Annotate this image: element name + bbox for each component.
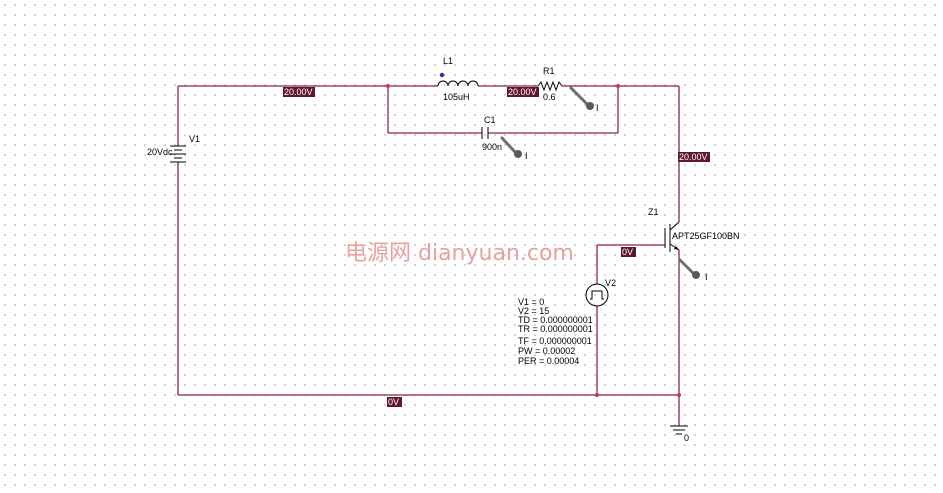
voltage-marker-right[interactable]: 20.00V	[679, 152, 708, 162]
voltage-marker-gate[interactable]: 0V	[622, 247, 633, 257]
junction-node	[616, 84, 620, 88]
voltage-marker-r1-node[interactable]: 20.00V	[508, 87, 537, 97]
z1-emitter-arrow	[674, 246, 679, 250]
junction-node	[595, 393, 599, 397]
junctions	[386, 84, 681, 397]
r1-ref: R1	[543, 66, 555, 76]
z1-ref: Z1	[648, 207, 659, 217]
v2-param: TD = 0.000000001	[518, 315, 593, 325]
voltage-markers: 20.00V 20.00V 20.00V 0V 0V	[283, 87, 710, 407]
c1-ref: C1	[484, 115, 496, 125]
v2-param: TR = 0.000000001	[518, 324, 593, 334]
r1-current-probe[interactable]: I	[569, 86, 599, 113]
v2-param: PER = 0.00004	[518, 356, 579, 366]
current-probes: I I I	[500, 86, 708, 282]
z1-probe-label: I	[705, 272, 708, 282]
v1-ref: V1	[189, 134, 200, 144]
c1-value: 900n	[482, 142, 502, 152]
c1-current-probe[interactable]: I	[500, 136, 528, 161]
r1-resistor[interactable]: R1 0.6	[537, 66, 563, 102]
v2-param: PW = 0.00002	[518, 346, 575, 356]
c1-probe-label: I	[525, 151, 528, 161]
v2-param: TF = 0.000000001	[518, 336, 592, 346]
voltage-marker-bg	[507, 87, 539, 97]
l1-ref: L1	[443, 56, 453, 66]
z1-igbt[interactable]: Z1 APT25GF100BN	[648, 207, 740, 252]
c1-capacitor[interactable]: C1 900n	[481, 115, 502, 152]
r1-value: 0.6	[543, 92, 556, 102]
voltage-marker-bg	[621, 247, 636, 257]
junction-node	[677, 393, 681, 397]
z1-value: APT25GF100BN	[672, 231, 740, 241]
voltage-marker-bg	[283, 87, 315, 97]
r1-probe-label: I	[596, 103, 599, 113]
l1-value: 105uH	[443, 92, 470, 102]
ground-label: 0	[684, 433, 689, 443]
v1-value: 20Vdc	[147, 147, 173, 157]
voltage-marker-bottom[interactable]: 0V	[388, 397, 399, 407]
z1-current-probe[interactable]: I	[678, 258, 708, 282]
voltage-marker-bg	[387, 397, 402, 407]
wires	[177, 85, 680, 426]
v2-ref: V2	[605, 278, 616, 288]
v1-dc-source[interactable]: V1 20Vdc	[147, 134, 200, 166]
l1-dot-marker	[439, 72, 445, 78]
ground-symbol[interactable]: 0	[670, 425, 689, 443]
l1-inductor[interactable]: L1 105uH	[437, 56, 479, 102]
voltage-marker-bg	[678, 152, 710, 162]
v2-param: V1 = 0	[518, 297, 544, 307]
v2-param: V2 = 15	[518, 306, 549, 316]
v2-pulse-source[interactable]: V2 V1 = 0 V2 = 15 TD = 0.000000001 TR = …	[518, 278, 616, 366]
junction-node	[386, 84, 390, 88]
watermark: 电源网 dianyuan.com	[345, 241, 574, 266]
voltage-marker-top-left[interactable]: 20.00V	[284, 87, 313, 97]
